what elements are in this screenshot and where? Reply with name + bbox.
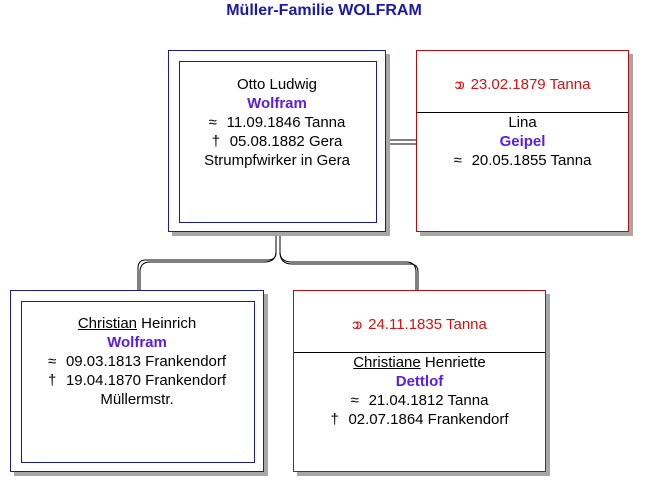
marriage-date: 23.02.1879 Tanna bbox=[470, 76, 591, 93]
marriage-info: ↄↄ 23.02.1879 Tanna bbox=[417, 75, 628, 94]
baptism-date: 09.03.1813 Frankendorf bbox=[65, 353, 227, 370]
person-given-name-call: Christian bbox=[77, 315, 137, 332]
person-box-christian-heinrich[interactable]: Christian Heinrich Wolfram ≈09.03.1813 F… bbox=[10, 290, 264, 472]
baptism-icon: ≈ bbox=[350, 392, 359, 409]
rings-icon: ↄↄ bbox=[454, 76, 465, 92]
rings-icon: ↄↄ bbox=[352, 316, 362, 332]
person-box-otto-ludwig[interactable]: Otto Ludwig Wolfram ≈11.09.1846 Tanna † 0… bbox=[168, 50, 386, 232]
person-given-name-rest: Henriette bbox=[420, 354, 486, 371]
baptism-date: 20.05.1855 Tanna bbox=[471, 152, 592, 169]
baptism-date: 11.09.1846 Tanna bbox=[226, 114, 346, 131]
death-icon: † bbox=[330, 411, 339, 428]
person-occupation: Müllermstr. bbox=[100, 391, 174, 408]
death-icon: † bbox=[47, 372, 57, 389]
person-occupation: Strumpfwirker in Gera bbox=[204, 152, 350, 169]
person-given-name: Lina bbox=[508, 114, 537, 131]
death-date: 19.04.1870 Frankendorf bbox=[65, 372, 227, 389]
person-given-name-call: Christiane bbox=[353, 354, 421, 371]
person-box-lina[interactable]: ↄↄ 23.02.1879 Tanna Lina Geipel ≈20.05.18… bbox=[416, 50, 629, 232]
baptism-icon: ≈ bbox=[453, 152, 462, 169]
person-surname: Geipel bbox=[499, 133, 546, 150]
baptism-date: 21.04.1812 Tanna bbox=[368, 392, 489, 409]
marriage-link-top bbox=[386, 139, 416, 145]
baptism-icon: ≈ bbox=[208, 114, 217, 131]
chart-title: Müller-Familie WOLFRAM bbox=[226, 2, 422, 19]
marriage-date: 24.11.1835 Tanna bbox=[368, 316, 487, 333]
divider bbox=[294, 352, 545, 353]
marriage-info: ↄↄ 24.11.1835 Tanna bbox=[294, 315, 545, 334]
descent-line bbox=[137, 232, 419, 290]
person-given-name-rest: Heinrich bbox=[137, 315, 197, 332]
person-surname: Dettlof bbox=[395, 373, 444, 390]
person-surname: Wolfram bbox=[107, 334, 167, 351]
person-surname: Wolfram bbox=[247, 95, 307, 112]
death-date: 02.07.1864 Frankendorf bbox=[348, 411, 509, 428]
descent-line-inner bbox=[139, 251, 417, 290]
baptism-icon: ≈ bbox=[47, 353, 57, 370]
divider bbox=[417, 112, 628, 113]
death-icon: † bbox=[211, 133, 221, 150]
person-given-name: Otto Ludwig bbox=[236, 76, 318, 93]
death-date: 05.08.1882 Gera bbox=[229, 133, 343, 150]
